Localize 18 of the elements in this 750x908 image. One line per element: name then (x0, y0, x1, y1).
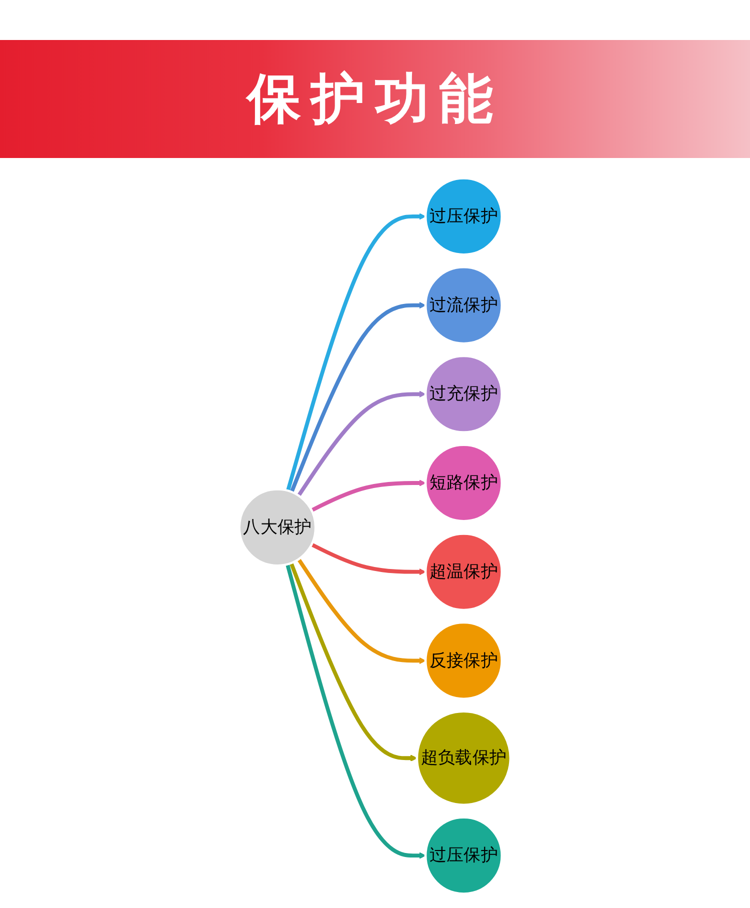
node-circle: 过压保护 (424, 816, 504, 895)
arrow (310, 480, 426, 512)
arrow (297, 558, 426, 664)
node-circle: 过流保护 (424, 266, 504, 345)
arrow (297, 390, 426, 497)
node-circle: 超负载保护 (416, 710, 512, 806)
node-circle: 过压保护 (424, 177, 504, 256)
arrow (289, 562, 418, 762)
arrow (290, 302, 426, 493)
node-circle: 反接保护 (424, 621, 504, 700)
node-circle: 八大保护 (238, 488, 317, 567)
arrow (286, 213, 426, 492)
arrow (286, 564, 426, 859)
node-circle: 过充保护 (424, 354, 504, 434)
title: 保护功能 (247, 66, 503, 132)
node-circle: 短路保护 (424, 444, 504, 522)
node-circle: 超温保护 (424, 532, 504, 612)
arrow (310, 542, 426, 576)
